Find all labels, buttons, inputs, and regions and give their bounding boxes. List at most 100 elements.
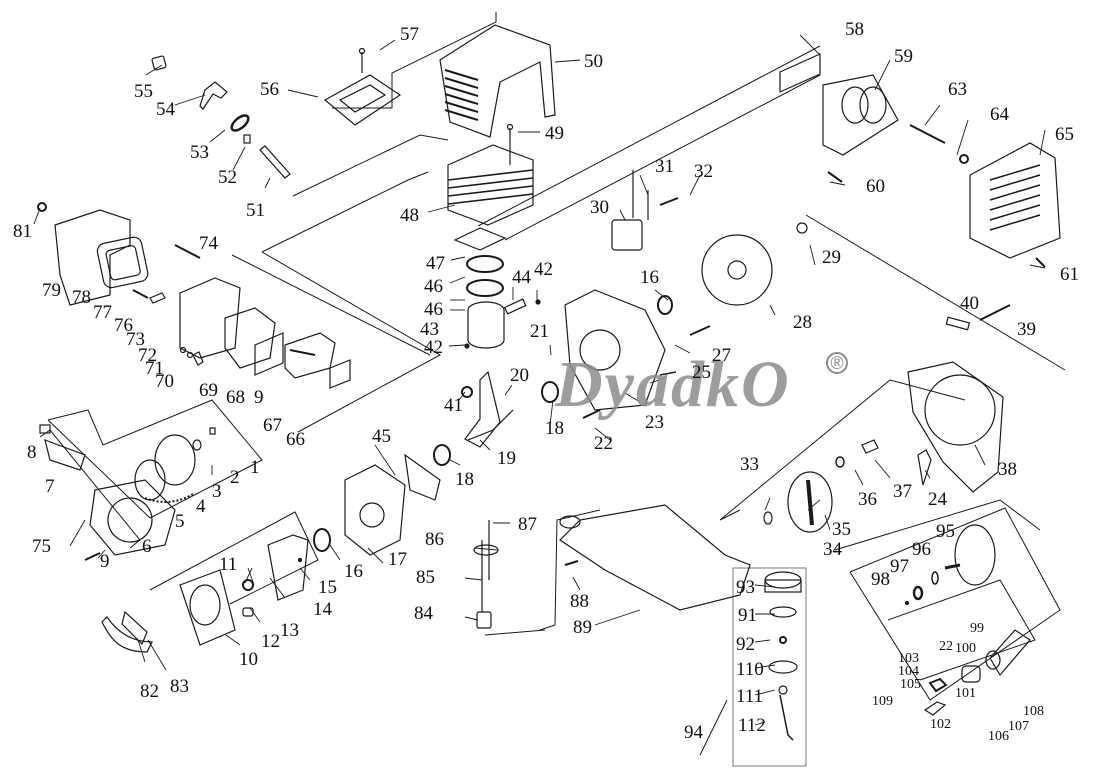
part-label-54: 54 [156,99,175,120]
part-label-102: 102 [930,717,951,732]
part-label-29: 29 [822,247,841,268]
part-label-33: 33 [740,454,759,475]
part-label-30: 30 [590,197,609,218]
part-label-63: 63 [948,79,967,100]
part-label-100: 100 [955,641,976,656]
part-label-111: 111 [736,686,764,707]
part-label-96: 96 [912,539,931,560]
part-label-88: 88 [570,591,589,612]
part-label-59: 59 [894,46,913,67]
part-label-42a: 42 [424,337,443,358]
part-label-22b: 22 [939,639,953,654]
part-label-8: 8 [27,442,37,463]
part-label-16a: 16 [640,267,659,288]
part-label-87: 87 [518,514,537,535]
part-label-93: 93 [736,577,755,598]
part-label-31: 31 [655,156,674,177]
part-label-14: 14 [313,599,332,620]
part-label-18b: 18 [455,469,474,490]
part-shapes [37,24,1061,741]
part-label-84: 84 [414,603,433,624]
part-label-19: 19 [497,448,516,469]
part-label-106: 106 [988,729,1009,744]
part-label-66: 66 [286,429,305,450]
part-label-9b: 9 [254,387,264,408]
part-label-107: 107 [1008,719,1029,734]
part-label-86: 86 [425,529,444,550]
part-label-46b: 46 [424,299,443,320]
part-label-6: 6 [142,536,152,557]
part-label-50: 50 [584,51,603,72]
part-label-24: 24 [928,489,947,510]
assembly-outline-lines [39,12,1066,767]
part-label-49: 49 [545,123,564,144]
part-label-45: 45 [372,426,391,447]
part-label-18a: 18 [545,418,564,439]
part-label-12: 12 [261,631,280,652]
part-label-5: 5 [175,511,185,532]
part-label-64: 64 [990,104,1009,125]
part-label-37: 37 [893,481,912,502]
part-label-95: 95 [936,521,955,542]
leader-lines [33,34,1046,726]
part-label-75: 75 [32,536,51,557]
part-label-41: 41 [444,395,463,416]
part-label-13: 13 [280,620,299,641]
part-label-28: 28 [793,312,812,333]
part-label-78: 78 [72,287,91,308]
part-label-40: 40 [960,293,979,314]
part-label-39: 39 [1017,319,1036,340]
part-label-69: 69 [199,380,218,401]
part-label-27: 27 [712,345,731,366]
part-label-48: 48 [400,205,419,226]
part-label-35: 35 [832,519,851,540]
part-label-58: 58 [845,19,864,40]
part-label-109: 109 [872,694,893,709]
part-label-36: 36 [858,489,877,510]
part-label-57: 57 [400,24,419,45]
part-label-3: 3 [212,481,222,502]
part-label-23: 23 [645,412,664,433]
part-label-21: 21 [530,321,549,342]
part-label-51: 51 [246,200,265,221]
part-label-44: 44 [512,267,531,288]
part-label-77: 77 [93,302,112,323]
part-label-94: 94 [684,722,703,743]
part-label-4: 4 [196,496,206,517]
part-label-25: 25 [692,362,711,383]
part-label-76: 76 [114,315,133,336]
part-label-81: 81 [13,221,32,242]
part-label-10: 10 [239,649,258,670]
part-label-108: 108 [1023,704,1044,719]
part-label-85: 85 [416,567,435,588]
part-label-73: 73 [126,329,145,350]
part-label-89: 89 [573,617,592,638]
part-label-53: 53 [190,142,209,163]
part-label-43: 43 [420,319,439,340]
part-label-99: 99 [970,621,984,636]
part-label-34: 34 [823,539,842,560]
part-label-16b: 16 [344,561,363,582]
part-label-92: 92 [736,634,755,655]
part-label-7: 7 [45,476,55,497]
registered-trademark-icon: ® [826,352,848,374]
part-label-32: 32 [694,161,713,182]
part-label-61: 61 [1060,264,1079,285]
part-label-97: 97 [890,556,909,577]
part-label-79: 79 [42,280,61,301]
part-label-42b: 42 [534,259,553,280]
part-label-101: 101 [955,686,976,701]
part-label-71: 71 [145,358,164,379]
part-label-1: 1 [250,457,260,478]
part-label-74: 74 [199,233,218,254]
part-label-47: 47 [426,253,445,274]
part-label-72: 72 [138,345,157,366]
part-label-17: 17 [388,549,407,570]
part-label-46a: 46 [424,276,443,297]
part-label-67: 67 [263,415,282,436]
part-label-60: 60 [866,176,885,197]
part-label-91: 91 [738,605,757,626]
part-label-112: 112 [738,715,766,736]
part-label-110: 110 [736,659,764,680]
